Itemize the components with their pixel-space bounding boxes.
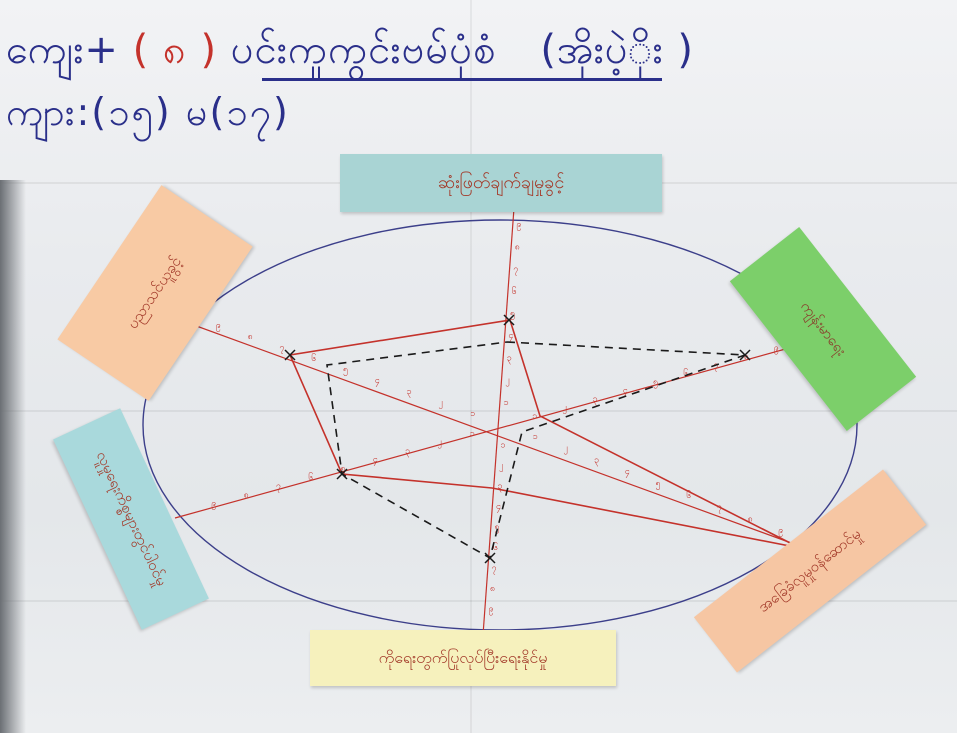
title-prefix: ကျေး+	[6, 27, 119, 73]
axis-tick-label: ၃	[593, 395, 598, 406]
axis-tick-label: ၅	[656, 479, 661, 490]
axis-tick-label: ၈	[244, 490, 249, 500]
note-top: ဆုံးဖြတ်ချက်ချမှုခွင့်	[340, 154, 662, 212]
axis-tick-label: ၄	[623, 386, 628, 397]
axis-lines	[174, 207, 806, 636]
axis-tick-label: ၅	[341, 464, 346, 475]
paper-fold	[0, 600, 957, 602]
axis-tick-label: ၇	[513, 265, 518, 276]
axis-tick-label: ၅	[653, 378, 658, 389]
axis-tick-label: ၈	[248, 332, 253, 342]
edge-shadow	[0, 180, 26, 733]
axis-tl-br	[179, 319, 806, 549]
axis-tick-label: ၅	[495, 523, 500, 534]
axis-tick-label: ၉	[774, 344, 779, 355]
axis-tick-label: ၈	[490, 584, 495, 594]
axis-tick-label: ၆	[683, 368, 688, 379]
axis-tick-label: ၃	[407, 387, 412, 398]
axis-tick-label: ၇	[279, 343, 284, 354]
axis-tick-label: ၆	[686, 490, 691, 501]
title-number: ( ၈ )	[132, 27, 218, 73]
axis-tick-label: ၂	[499, 461, 503, 472]
axis-tick-label: ၁	[501, 441, 506, 451]
paper-fold	[0, 410, 957, 412]
axis-tick-label: ၉	[216, 321, 221, 332]
axis-tick-label: ၄	[375, 376, 380, 387]
axis-tick-label: ၁	[533, 432, 538, 442]
axis-tick-label: ၄	[508, 331, 513, 342]
poster-title-line2: ကျား:(၁၅) မ(၁၇)	[6, 90, 290, 134]
axis-tick-label: ၁	[504, 398, 509, 408]
axis-tick-label: ၃	[507, 353, 512, 364]
axis-tick-label: ၆	[512, 286, 517, 297]
axis-tick-label: ၉	[489, 605, 494, 616]
axis-tick-label: ၉	[516, 220, 521, 231]
axis-tick-label: ၄	[373, 455, 378, 466]
poster-title-line1: ကျေး+ ( ၈ ) ပင်းကူကွင်းဗမ်ပုံစံ (အိုးပဲ့…	[6, 24, 694, 83]
axis-tick-label: ၆	[311, 353, 316, 364]
axis-l-tr	[174, 344, 801, 519]
axis-tick-label: ၇	[276, 482, 281, 493]
axis-tick-label: ၁	[532, 412, 537, 422]
note-bottom: ကိုရေး‌တွက်ပြုလုပ်ပြီးရေးနိုင်မှု	[310, 630, 616, 686]
axis-tick-label: ၂	[563, 444, 567, 455]
axis-tick-labels: ၁၂၃၄၅၆၇၈၉၁၂၃၄၅၆၇၈၉၁၂၃၄၅၆၇၈၉၁၂၃၄၅၆၇၈၉၁၂၃၄…	[211, 220, 783, 615]
axis-tick-label: ၉	[211, 499, 216, 510]
title-suffix: (အိုးပဲ့ိုး )	[540, 27, 694, 73]
axis-vertical	[482, 207, 515, 636]
axis-tick-label: ၂	[562, 403, 566, 414]
axis-tick-label: ၆	[308, 472, 313, 483]
axis-tick-label: ၆	[493, 542, 498, 553]
axis-tick-label: ၇	[492, 564, 497, 575]
axis-tick-label: ၂	[438, 398, 442, 409]
axis-tick-label: ၇	[717, 503, 722, 514]
axis-tick-label: ၃	[498, 482, 503, 493]
axis-tick-label: ၄	[625, 467, 630, 478]
axis-tick-label: ၅	[510, 309, 515, 320]
axis-tick-label: ၄	[496, 502, 501, 513]
paper-fold	[470, 0, 472, 733]
axis-tick-label: ၉	[778, 526, 783, 537]
axis-tick-label: ၃	[594, 455, 599, 466]
point-markers	[284, 314, 806, 564]
axis-tick-label: ၈	[515, 242, 520, 252]
axis-tick-label: ၈	[748, 514, 753, 524]
axis-tick-label: ၅	[343, 365, 348, 376]
axis-tick-label: ၂	[505, 376, 509, 387]
axis-tick-label: ၃	[405, 446, 410, 457]
title-underline	[262, 78, 662, 81]
axis-tick-label: ၁	[470, 409, 475, 419]
title-main: ပင်းကူကွင်းဗမ်ပုံစံ	[230, 27, 497, 73]
axis-tick-label: ၂	[437, 438, 441, 449]
axis-tick-label: ၁	[470, 429, 475, 439]
axis-tick-label: ၇	[713, 361, 718, 372]
